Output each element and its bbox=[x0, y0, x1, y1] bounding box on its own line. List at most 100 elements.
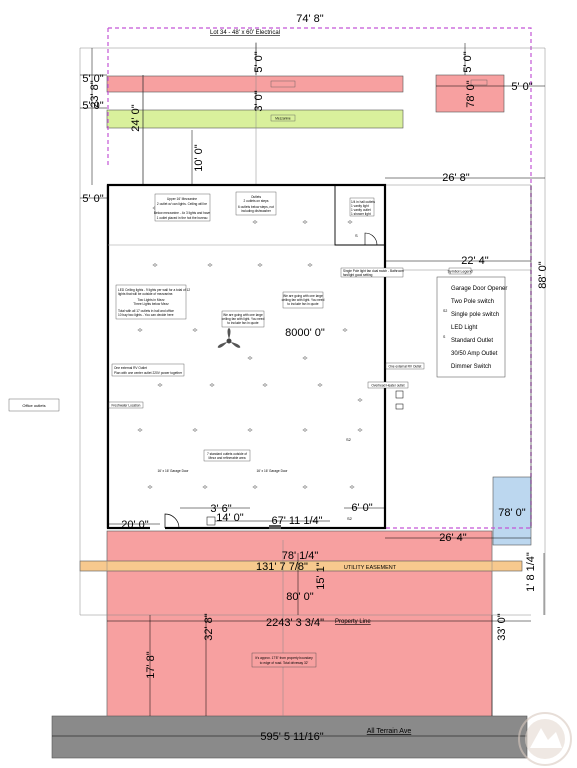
svg-text:to include fan in quote: to include fan in quote bbox=[287, 302, 318, 306]
svg-text:to edge of road. Total drivewa: to edge of road. Total driveway 32' bbox=[260, 661, 309, 665]
svg-text:7 standard outlets outside of: 7 standard outlets outside of bbox=[207, 452, 247, 456]
svg-text:S2: S2 bbox=[347, 516, 353, 521]
top-red-strip-label-box bbox=[270, 80, 296, 88]
dim-mid-3: 3' 0" bbox=[253, 90, 265, 111]
garage-door-marker bbox=[269, 525, 281, 529]
legend-item: Single pole switch bbox=[451, 312, 499, 318]
led-light-icon bbox=[349, 485, 355, 489]
led-light-icon bbox=[207, 263, 213, 267]
property-line-label: Property Line bbox=[335, 619, 371, 625]
led-light-icon bbox=[137, 428, 143, 432]
svg-text:Upper 16' Mezzanine: Upper 16' Mezzanine bbox=[167, 197, 197, 201]
led-light-icon bbox=[147, 485, 153, 489]
mezzanine-label: Mezzanine bbox=[275, 117, 291, 121]
led-light-icon bbox=[342, 328, 348, 332]
svg-text:1 shower light: 1 shower light bbox=[351, 212, 371, 216]
svg-text:Plan with one center outlet 22: Plan with one center outlet 220V power t… bbox=[114, 371, 183, 375]
dim-front-78: 78' 1/4" bbox=[282, 550, 319, 562]
svg-text:10 bay two lights - You can de: 10 bay two lights - You can decide here bbox=[118, 313, 174, 317]
legend-item: Garage Door Opener bbox=[451, 286, 507, 292]
svg-text:lights that will be outside of: lights that will be outside of mezzanine… bbox=[118, 292, 173, 296]
led-light-icon bbox=[247, 428, 253, 432]
dim-right-5b: 5' 0" bbox=[511, 81, 532, 93]
led-light-icon bbox=[209, 383, 215, 387]
ceiling-fan-icon bbox=[217, 328, 241, 348]
svg-text:LED Ceiling lights - 9 lights: LED Ceiling lights - 9 lights per wall f… bbox=[118, 288, 190, 292]
dim-right-26b: 26' 4" bbox=[439, 532, 467, 544]
legend-item: Dimmer Switch bbox=[451, 364, 491, 370]
led-light-icon bbox=[357, 398, 363, 402]
svg-text:One external RV Outlet: One external RV Outlet bbox=[114, 366, 147, 370]
svg-text:Freshwater Location: Freshwater Location bbox=[112, 404, 141, 408]
legend-item: Two Pole switch bbox=[451, 299, 494, 305]
dim-top-left-5b: 5' 0" bbox=[82, 100, 103, 112]
svg-text:including dishwasher: including dishwasher bbox=[241, 209, 272, 213]
svg-text:We are going with one large: We are going with one large bbox=[283, 294, 323, 298]
bathroom-wall bbox=[334, 185, 385, 246]
dim-top-mid-5: 5' 0" bbox=[253, 51, 265, 72]
led-light-icon bbox=[302, 485, 308, 489]
mezzanine-label-box bbox=[270, 114, 296, 122]
dim-right-22: 22' 4" bbox=[461, 255, 489, 267]
office-outlets-label: Office outlets bbox=[22, 403, 45, 408]
svg-text:Two Lights in Mezz: Two Lights in Mezz bbox=[137, 298, 165, 302]
svg-text:1/4 in hall outlets: 1/4 in hall outlets bbox=[351, 200, 375, 204]
garage-door-left-label: 16' x 16' Garage Door bbox=[158, 469, 190, 473]
dim-right-78a: 78' 0" bbox=[465, 80, 477, 108]
led-light-icon bbox=[257, 263, 263, 267]
utility-easement-label: UTILITY EASEMENT bbox=[344, 565, 397, 571]
dim-top-left-5a: 5' 0" bbox=[82, 73, 103, 85]
svg-text:ceiling fan with light. You ne: ceiling fan with light. You need bbox=[282, 298, 325, 302]
svg-text:Below mezzanine - 4x 3 lights: Below mezzanine - 4x 3 lights and have bbox=[154, 211, 210, 215]
svg-text:Single Pole light fan dual swt: Single Pole light fan dual swtch - Bathr… bbox=[343, 269, 404, 273]
legend-symbol: S bbox=[443, 335, 446, 339]
dimension-lines bbox=[52, 43, 545, 737]
outside-notes: Single Pole light fan dual swtch - Bathr… bbox=[8, 267, 425, 668]
led-light-icon bbox=[357, 428, 363, 432]
svg-text:Three Lights below Mezz: Three Lights below Mezz bbox=[133, 302, 169, 306]
led-light-icon bbox=[157, 383, 163, 387]
led-light-icon bbox=[252, 485, 258, 489]
right-blue-box bbox=[492, 476, 532, 546]
svg-text:fan/light good setting: fan/light good setting bbox=[343, 273, 373, 277]
dim-right-88: 88' 0" bbox=[537, 261, 549, 289]
led-light-icon bbox=[137, 328, 143, 332]
svg-text:to include fan in quote: to include fan in quote bbox=[227, 321, 258, 325]
mezzanine-strip bbox=[106, 109, 404, 129]
svg-text:ceiling fan with light. You ne: ceiling fan with light. You need bbox=[222, 317, 265, 321]
building-notes: Upper 16' Mezzanine 2 outlet w/ can ligh… bbox=[108, 191, 375, 521]
legend-item: LED Light bbox=[451, 325, 478, 331]
dim-front-131: 131' 7 7/8" bbox=[256, 561, 308, 573]
dim-left-5d: 5' 0" bbox=[82, 193, 103, 205]
led-light-icon bbox=[347, 220, 353, 224]
dim-bottom-14: 14' 0" bbox=[216, 512, 244, 524]
bathroom-door bbox=[364, 232, 378, 246]
svg-text:Overhead Heater outlet: Overhead Heater outlet bbox=[371, 384, 404, 388]
top-right-red-label-box bbox=[470, 79, 488, 86]
led-light-icon bbox=[247, 356, 253, 360]
garage-door-right-label: 16' x 16' Garage Door bbox=[257, 469, 289, 473]
dim-front-1-8: 1' 8 1/4" bbox=[525, 552, 537, 592]
dimension-labels: 74' 8" 5' 0" 23' 8" 5' 0" 5' 0" 5' 0" 3'… bbox=[82, 13, 549, 743]
top-red-strip bbox=[106, 75, 404, 93]
svg-text:It's approx. 17'8" from proper: It's approx. 17'8" from property boundar… bbox=[255, 656, 313, 660]
top-right-red-box bbox=[435, 74, 505, 113]
legend-title: Symbol Legend bbox=[448, 270, 473, 274]
led-light-icon bbox=[302, 220, 308, 224]
led-light-icon bbox=[202, 485, 208, 489]
road bbox=[51, 715, 528, 759]
dim-front-17: 17' 8" bbox=[145, 651, 157, 679]
svg-text:1 vanity outlet: 1 vanity outlet bbox=[351, 208, 371, 212]
dim-bottom-3-6: 3' 6" bbox=[210, 503, 231, 515]
svg-text:2 outlet w/ can lights. Ceilin: 2 outlet w/ can lights. Ceiling will be bbox=[157, 202, 207, 206]
building-outline bbox=[106, 183, 387, 530]
svg-text:We are going with one large: We are going with one large bbox=[223, 313, 263, 317]
dim-right-5a: 5' 0" bbox=[462, 51, 474, 72]
dim-road-595: 595' 5 11/16" bbox=[260, 731, 323, 743]
led-light-icon bbox=[307, 263, 313, 267]
svg-text:2 outlets on steps: 2 outlets on steps bbox=[244, 199, 269, 203]
dim-front-2243: 2243' 3 3/4" bbox=[266, 617, 324, 629]
svg-text:Outlets: Outlets bbox=[251, 195, 262, 199]
